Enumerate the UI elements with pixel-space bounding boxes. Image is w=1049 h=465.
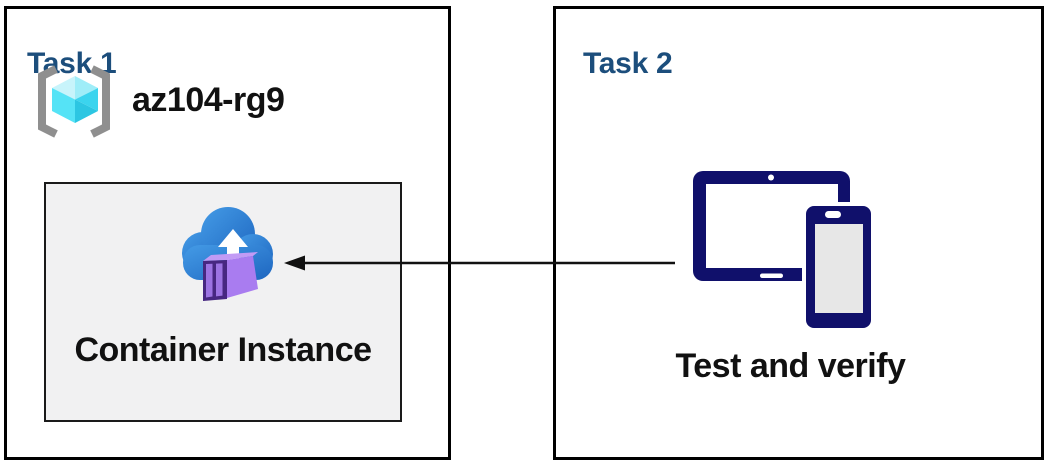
container-instance-label: Container Instance xyxy=(74,331,372,369)
tablet-phone-devices-icon xyxy=(693,171,875,332)
test-verify-label: Test and verify xyxy=(675,347,906,385)
task2-box: Task 2 Test and verify xyxy=(553,6,1044,460)
container-instance-box: Container Instance xyxy=(44,182,402,422)
task2-title: Task 2 xyxy=(583,46,673,80)
resource-group-icon xyxy=(38,65,110,138)
left-arrow-connector xyxy=(284,255,675,271)
task1-box: Task 1 az104-rg9 xyxy=(4,6,451,460)
container-instances-upload-icon xyxy=(182,207,273,301)
resource-group-name: az104-rg9 xyxy=(132,81,285,119)
